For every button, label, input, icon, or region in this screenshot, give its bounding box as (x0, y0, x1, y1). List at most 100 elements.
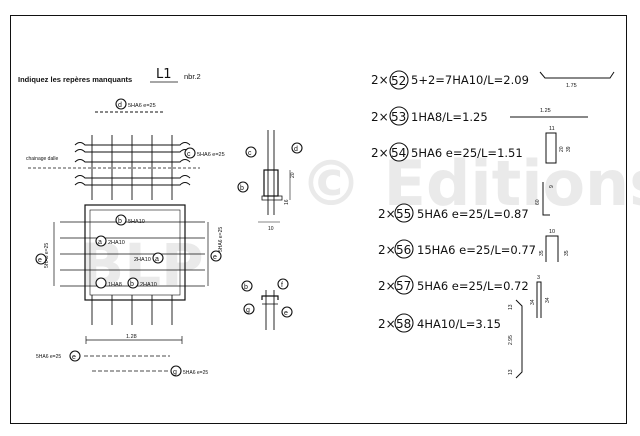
row-55-spec: 5HA6 e=25/L=0.87 (417, 207, 529, 221)
inner-bottom-left-label: 1HA8 (108, 282, 122, 288)
row-58-dim-2: 2.95 (508, 335, 514, 345)
marker-a-right (152, 252, 164, 264)
marker-f-lower-label: f (281, 282, 283, 289)
marker-g-bottom-label: g (173, 369, 177, 376)
marker-a-left (95, 235, 107, 247)
row-53-mark: 53 (391, 110, 406, 124)
row-57-mark: 57 (396, 279, 411, 293)
row-57-dim-1: 3 (537, 275, 540, 281)
row-55-mark: 55 (396, 207, 411, 221)
section-dim-1: 20 (290, 172, 296, 178)
marker-e-right-label: e (213, 254, 217, 261)
row-57-dim-3: 34 (545, 297, 551, 303)
row-52-shape-dim: 1.75 (566, 83, 577, 89)
marker-b-inner-bottom-label: b (130, 281, 134, 288)
empty-marker (95, 277, 107, 289)
row-58-qty: 2× (378, 317, 396, 331)
row-58-dim-3: 13 (508, 369, 514, 375)
row-54-dim-1: 11 (549, 126, 555, 132)
marker-b-lower (241, 280, 253, 292)
row-55-mark-circle (394, 203, 414, 223)
row-54-dim-2: 20 (559, 146, 565, 152)
element-id: L1 (156, 67, 172, 82)
row-57-mark-circle (394, 275, 414, 295)
marker-e-bottom (69, 350, 81, 362)
row-54-dim-3: 39 (566, 146, 572, 152)
row-54-qty: 2× (371, 146, 389, 160)
marker-a-right-label: a (155, 256, 159, 263)
marker-g-lower (243, 303, 255, 315)
inner-right-label: 2HA10 (134, 257, 151, 263)
row-54-mark-circle (389, 142, 409, 162)
row-57-dim-2: 34 (530, 299, 536, 305)
marker-e-right (210, 250, 222, 262)
marker-d-section-label: d (294, 146, 298, 153)
row-56-spec: 15HA6 e=25/L=0.77 (417, 243, 536, 257)
marker-e-lower-label: e (284, 310, 288, 317)
marker-e-left (35, 253, 47, 265)
row-57-qty: 2× (378, 279, 396, 293)
row-53-spec: 1HA8/L=1.25 (411, 110, 488, 124)
inner-bottom-right-label: 2HA10 (140, 282, 157, 288)
bar-schedule: 2× 52 5+2=7HA10/L=2.09 1.75 2× 53 1HA8/L… (371, 70, 615, 379)
right-vertical-label: 5HA6 e=25 (218, 227, 224, 252)
marker-b-section-label: b (240, 185, 244, 192)
row-58-spec: 4HA10/L=3.15 (417, 317, 501, 331)
marker-a-left-label: a (98, 239, 102, 246)
section-dim-2: 16 (284, 199, 290, 205)
top-bar-label: 5HA6 e=25 (128, 103, 156, 109)
marker-b-inner-top (115, 214, 127, 226)
instruction-text: Indiquez les repères manquants (18, 75, 132, 84)
marker-c-plan (184, 147, 196, 159)
inner-left-label: 2HA10 (108, 240, 125, 246)
row-56-qty: 2× (378, 243, 396, 257)
row-57-spec: 5HA6 e=25/L=0.72 (417, 279, 529, 293)
marker-f-lower (277, 278, 289, 290)
watermark-line1: © Editions (300, 147, 640, 220)
row-56-mark: 56 (396, 243, 411, 257)
marker-d-section (291, 142, 303, 154)
row-52-mark: 52 (391, 74, 406, 88)
marker-b-lower-label: b (244, 284, 248, 291)
row-56-dim-2: 35 (539, 250, 545, 256)
drawing-frame (10, 15, 627, 424)
section-view-bottom: b f g e (241, 278, 293, 330)
bottom-left-bar-label: 5HA6 e=25 (36, 354, 61, 360)
section-dim-3: 10 (268, 226, 274, 232)
row-58-mark-circle (394, 313, 414, 333)
row-55-qty: 2× (378, 207, 396, 221)
marker-d-top (115, 98, 127, 110)
left-vertical-label: 5HA6 e=25 (44, 243, 50, 268)
marker-g-lower-label: g (246, 307, 250, 314)
row-53-mark-circle (389, 106, 409, 126)
row-56-dim-3: 35 (564, 250, 570, 256)
row-58-mark: 58 (396, 317, 411, 331)
row-52-spec: 5+2=7HA10/L=2.09 (411, 73, 529, 87)
bottom-bar-label: 5HA6 e=25 (183, 370, 208, 376)
section-view-top: 20 16 10 c d b (237, 130, 303, 232)
row-56-mark-circle (394, 239, 414, 259)
row-58-dim-1: 13 (508, 304, 514, 310)
plan-view: d 5HA6 e=25 chainage dalle c 5HA6 e=25 (26, 98, 225, 377)
marker-e-lower (281, 306, 293, 318)
row-54-spec: 5HA6 e=25/L=1.51 (411, 146, 523, 160)
row-52-qty: 2× (371, 73, 389, 87)
row-53-shape-dim: 1.25 (540, 108, 551, 114)
row-53-qty: 2× (371, 110, 389, 124)
marker-c-plan-label: c (187, 151, 191, 158)
plan-dimension: 1.28 (126, 334, 137, 340)
chainage-label: chainage dalle (26, 156, 58, 162)
inner-top-label: 5HA10 (128, 219, 145, 225)
marker-e-left-label: e (38, 257, 42, 264)
row-55-dim-1: 60 (535, 199, 541, 205)
marker-d-top-label: d (118, 102, 122, 109)
row-54-mark: 54 (391, 146, 406, 160)
marker-b-inner-bottom (127, 277, 139, 289)
top-right-bar-label: 5HA6 e=25 (197, 152, 225, 158)
marker-b-section (237, 181, 249, 193)
watermark: © Editions BLP (80, 147, 640, 299)
marker-e-bottom-label: e (72, 354, 76, 361)
marker-g-bottom (170, 365, 182, 377)
marker-c-section-label: c (248, 150, 252, 157)
